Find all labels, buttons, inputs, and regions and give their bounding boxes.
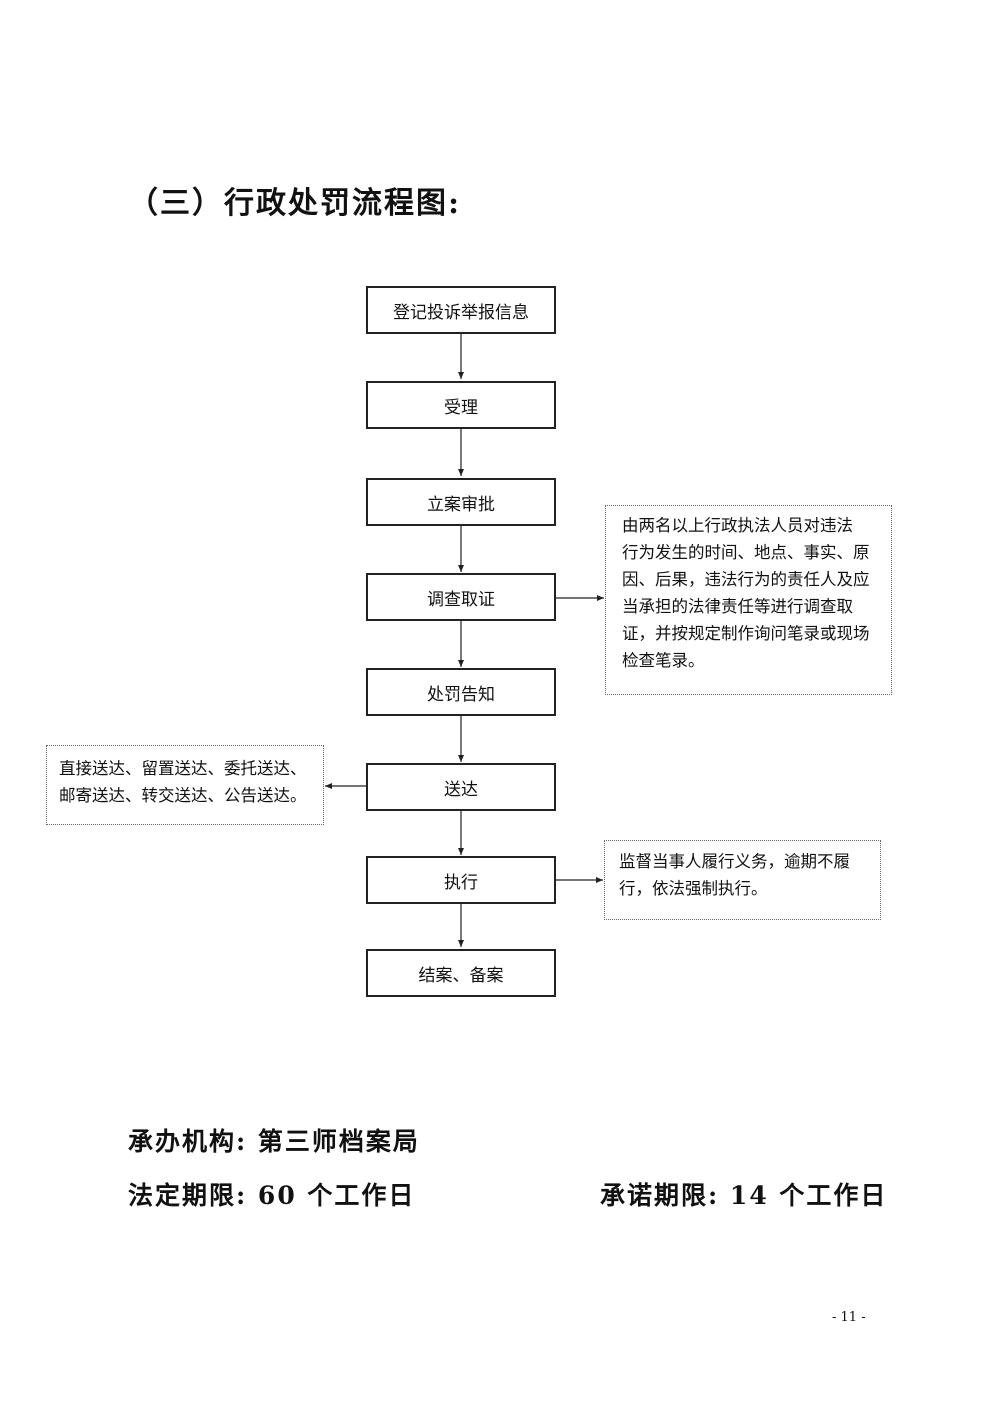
- note-line: 直接送达、留置送达、委托送达、: [59, 759, 307, 778]
- step-investigation: 调查取证: [366, 573, 556, 621]
- note-line: 当承担的法律责任等进行调查取: [622, 597, 853, 616]
- step-accept: 受理: [366, 381, 556, 429]
- step-register-complaint: 登记投诉举报信息: [366, 286, 556, 334]
- note-line: 行，依法强制执行。: [619, 879, 768, 898]
- page-heading: （三）行政处罚流程图:: [128, 186, 462, 221]
- note-line: 由两名以上行政执法人员对违法: [622, 516, 853, 535]
- step-penalty-notice: 处罚告知: [366, 668, 556, 716]
- step-delivery: 送达: [366, 763, 556, 811]
- step-close-archive: 结案、备案: [366, 949, 556, 997]
- step-case-approval: 立案审批: [366, 478, 556, 526]
- footer-promise-limit: 承诺期限: 14 个工作日: [600, 1181, 888, 1210]
- note-line: 因、后果，违法行为的责任人及应: [622, 570, 870, 589]
- footer-legal-limit: 法定期限: 60 个工作日: [128, 1181, 416, 1210]
- note-line: 邮寄送达、转交送达、公告送达。: [59, 786, 307, 805]
- note-line: 检查笔录。: [622, 651, 705, 670]
- note-line: 行为发生的时间、地点、事实、原: [622, 543, 870, 562]
- note-execution: 监督当事人履行义务，逾期不履 行，依法强制执行。: [604, 840, 881, 920]
- note-investigation: 由两名以上行政执法人员对违法 行为发生的时间、地点、事实、原 因、后果，违法行为…: [605, 505, 892, 695]
- note-line: 证，并按规定制作询问笔录或现场: [622, 624, 870, 643]
- note-delivery: 直接送达、留置送达、委托送达、 邮寄送达、转交送达、公告送达。: [46, 745, 324, 825]
- footer-agency: 承办机构: 第三师档案局: [128, 1127, 420, 1156]
- note-line: 监督当事人履行义务，逾期不履: [619, 852, 850, 871]
- step-execution: 执行: [366, 856, 556, 904]
- page-number: - 11 -: [832, 1310, 866, 1325]
